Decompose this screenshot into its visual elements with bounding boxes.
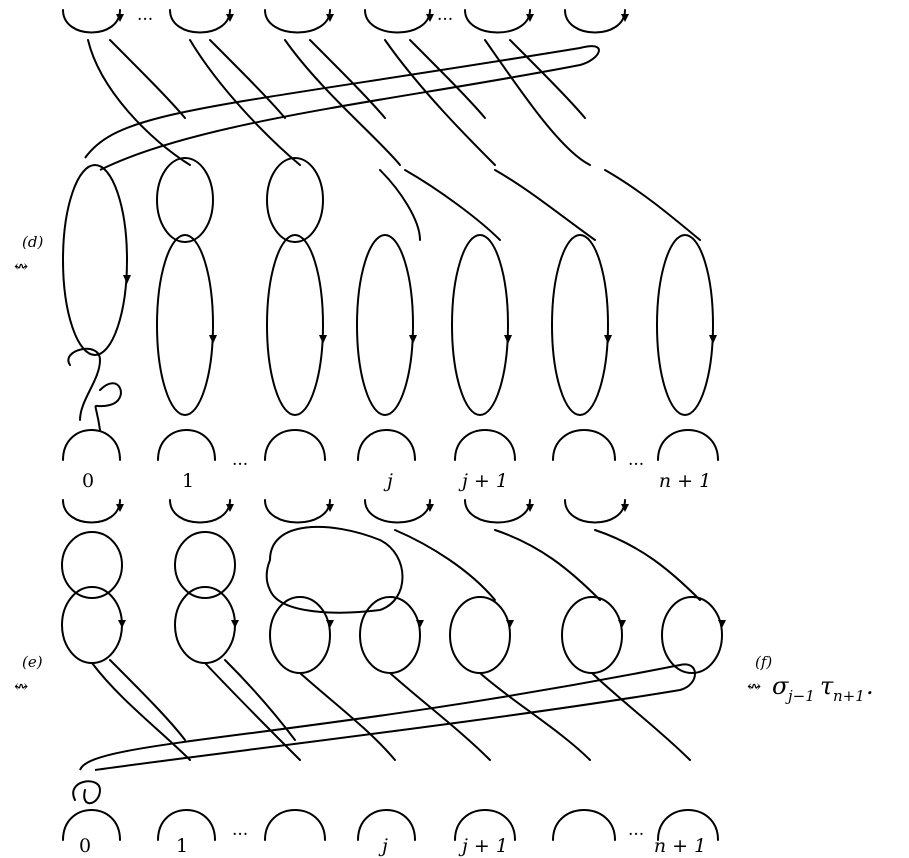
strand-label-1-b: 1 xyxy=(176,835,188,857)
sigma-subscript: j−1 xyxy=(785,687,815,705)
strand-label-j-plus-1-b: j + 1 xyxy=(458,835,508,857)
curl-bottom xyxy=(73,781,100,803)
strand-label-n-plus-1-b: n + 1 xyxy=(654,835,706,857)
move-d-label: (d) xyxy=(22,233,43,251)
strand-label-0: 0 xyxy=(82,470,94,492)
rings-top xyxy=(63,158,713,415)
top-ellipsis-1: ... xyxy=(137,5,153,25)
bottom-cups-top xyxy=(63,430,718,460)
strand-label-j: j xyxy=(383,470,393,492)
top-caps-bottom xyxy=(63,500,625,523)
rings-bottom xyxy=(62,527,722,673)
long-band-bottom xyxy=(80,664,695,770)
bottom-ellipsis-2-b: ... xyxy=(628,820,644,840)
bottom-ellipsis-1: ... xyxy=(232,450,248,470)
move-f-symbol: ↭ xyxy=(747,677,761,697)
top-ellipsis-2: ... xyxy=(437,5,453,25)
tau-symbol: τ xyxy=(820,672,834,700)
strand-label-0-b: 0 xyxy=(79,835,91,857)
result-expression: (f) ↭ σ j−1 τ n+1 . xyxy=(747,653,874,705)
move-d-symbol: ↭ xyxy=(14,257,28,277)
bottom-cups-bottom xyxy=(63,810,718,840)
strand-label-n-plus-1: n + 1 xyxy=(659,470,711,492)
bottom-panel: ... ... 0 1 j j + 1 n + 1 (e) ↭ xyxy=(14,500,726,857)
strand-label-j-b: j xyxy=(378,835,388,857)
move-e-label: (e) xyxy=(22,653,43,671)
trailing-period: . xyxy=(866,672,874,700)
move-f-label: (f) xyxy=(755,653,772,671)
diagonal-strands-bottom xyxy=(92,660,690,760)
strand-label-j-plus-1: j + 1 xyxy=(458,470,508,492)
tau-subscript: n+1 xyxy=(833,687,865,705)
bottom-ellipsis-2: ... xyxy=(628,450,644,470)
long-band-top xyxy=(85,46,599,170)
curl-top xyxy=(68,349,121,430)
strand-label-1: 1 xyxy=(182,470,194,492)
sigma-symbol: σ xyxy=(772,672,789,700)
top-panel: ... ... xyxy=(14,5,718,492)
bottom-ellipsis-1-b: ... xyxy=(232,820,248,840)
move-e-symbol: ↭ xyxy=(14,677,28,697)
